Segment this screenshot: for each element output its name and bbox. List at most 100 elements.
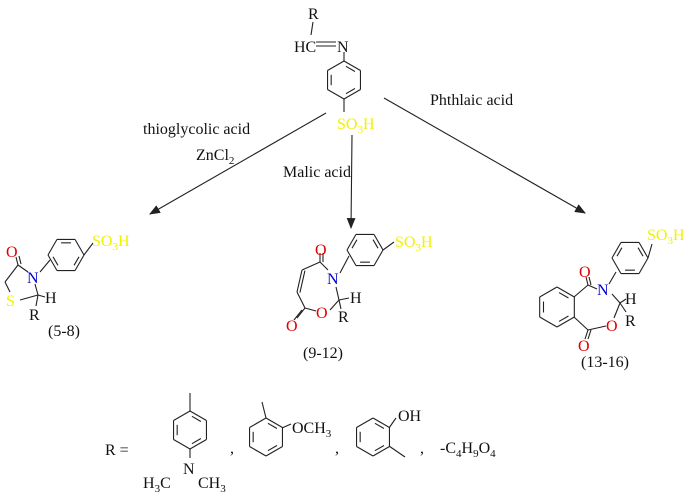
bond — [619, 302, 627, 313]
bond — [319, 261, 329, 271]
benzene-ring-bond — [327, 60, 345, 71]
r-equals-label: R = — [105, 442, 129, 459]
benzene-ring-bond — [556, 316, 575, 328]
atom-r: R — [338, 309, 349, 326]
c-o — [18, 255, 22, 265]
sulfonic-acid-label: SO3H — [395, 234, 433, 254]
atom-s: S — [6, 293, 15, 310]
reagent-thioglycolic-acid: thioglycolic acid — [143, 121, 250, 138]
atom-r: R — [308, 6, 319, 23]
bond — [573, 316, 589, 331]
bond — [588, 276, 592, 286]
bond — [19, 294, 39, 301]
benzene-ring-bond — [343, 60, 361, 71]
benzene-ring-bond — [189, 410, 207, 421]
benzene-ring-bond — [173, 439, 191, 450]
aromatic-bond — [345, 88, 356, 95]
aromatic-bond — [191, 438, 202, 445]
atom-o: O — [6, 244, 18, 261]
benzene-ring-bond — [638, 242, 649, 259]
bond — [587, 325, 607, 331]
reagent-zncl2: ZnCl2 — [196, 147, 234, 167]
atom-o: O — [286, 318, 298, 335]
bond — [4, 264, 19, 283]
aromatic-bond — [345, 65, 356, 72]
sulfonic-acid-label: SO3H — [92, 233, 130, 253]
atom-h: H — [45, 290, 57, 307]
aromatic-bond — [267, 422, 278, 429]
atom-n: N — [183, 461, 195, 478]
atom-n: N — [327, 271, 339, 288]
aromatic-bond — [191, 415, 202, 422]
double-bond — [299, 270, 306, 293]
bond — [584, 329, 589, 340]
atom-n: N — [27, 270, 39, 287]
bond — [619, 298, 627, 304]
aromatic-bond — [374, 422, 385, 429]
bond — [573, 284, 589, 298]
bond — [4, 281, 11, 293]
atom-hc: HC — [294, 39, 316, 56]
atom-h: H — [625, 291, 637, 308]
bond — [388, 417, 397, 429]
separator: , — [335, 440, 339, 457]
aromatic-bond — [267, 445, 278, 452]
benzene-ring-bond — [265, 446, 283, 457]
compound-number: (5-8) — [48, 323, 80, 340]
atom-o: O — [315, 242, 327, 259]
benzene-ring-bond — [373, 249, 384, 266]
benzene-ring-bond — [356, 446, 374, 457]
atom-h: H — [350, 290, 362, 307]
sulfonic-acid-label: SO3H — [337, 116, 375, 136]
benzene-ring-bond — [47, 239, 58, 256]
benzene-ring-bond — [556, 286, 575, 298]
benzene-ring-bond — [638, 257, 649, 274]
benzene-ring-bond — [373, 234, 384, 251]
atom-o: O — [579, 264, 591, 281]
benzene-ring-bond — [47, 254, 58, 271]
arrow-thioglycolic — [149, 112, 327, 215]
alkyl-formula: -C4H9O4 — [440, 440, 496, 460]
h3c-label: H3C — [143, 475, 171, 494]
aromatic-bond — [616, 247, 623, 257]
benzene-ring-bond — [539, 316, 558, 328]
bond — [338, 297, 350, 301]
benzene-ring-bond — [249, 417, 267, 428]
bond — [34, 283, 39, 296]
bond — [585, 276, 589, 286]
atom-n: N — [337, 39, 349, 56]
aromatic-bond — [351, 239, 358, 249]
atom-o: O — [578, 338, 590, 355]
benzene-ring-bond — [189, 439, 207, 450]
arrow-phthalic — [383, 97, 586, 214]
bond — [304, 307, 317, 312]
bond — [613, 302, 621, 319]
aromatic-bond — [558, 315, 569, 322]
benzene-ring-bond — [74, 254, 85, 271]
reagent-phthalic-acid: Phthlaic acid — [430, 92, 513, 109]
bond — [338, 299, 342, 310]
bond — [335, 286, 340, 301]
atom-n: N — [597, 282, 609, 299]
bond — [35, 294, 39, 307]
ch3-label: CH3 — [198, 475, 226, 494]
product-oxazepine: O N O O H R SO3H (9-12) — [286, 234, 433, 362]
benzene-ring-bond — [265, 417, 283, 428]
benzene-ring-bond — [539, 286, 558, 298]
och3-label: OCH3 — [292, 420, 332, 440]
bond — [296, 291, 306, 309]
bond — [17, 264, 29, 273]
bonds — [4, 21, 653, 458]
benzene-ring-bond — [611, 242, 622, 259]
bond — [293, 309, 303, 321]
bond-r — [310, 21, 314, 36]
compound-number: (13-16) — [581, 354, 629, 371]
bond — [611, 293, 621, 304]
benzene-ring-bond — [611, 257, 622, 274]
separator: , — [420, 440, 424, 457]
atom-o-ring: O — [606, 318, 618, 335]
bond — [388, 445, 406, 458]
benzene-ring-bond — [249, 446, 267, 457]
